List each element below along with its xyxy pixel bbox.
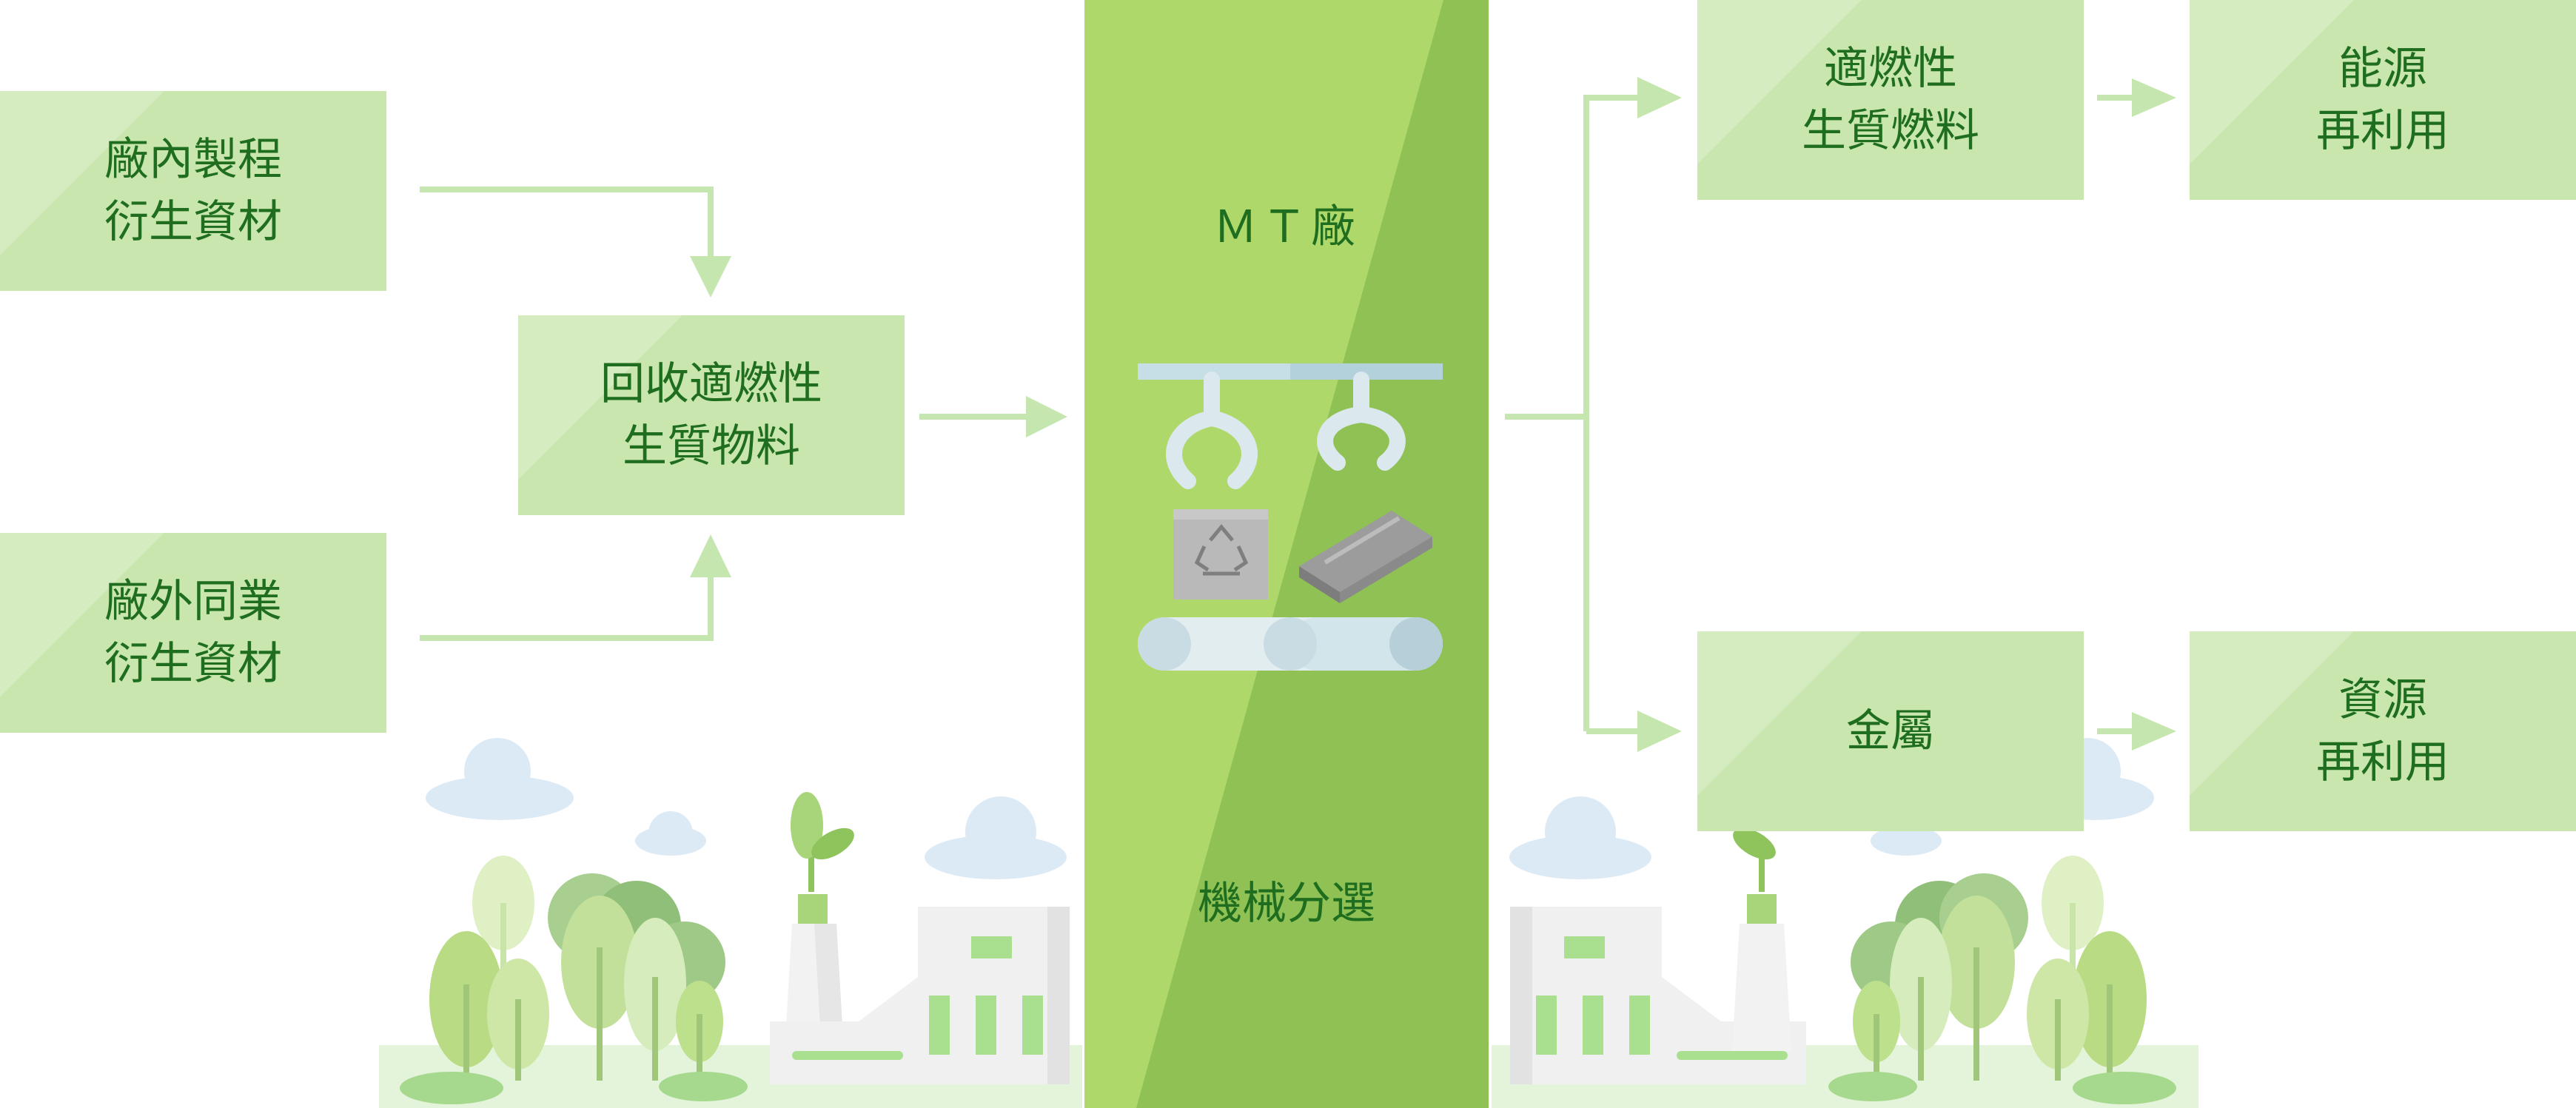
- mt-plant-band: [1084, 0, 1489, 1108]
- arrow-split-to-fuel: [1583, 95, 1645, 731]
- arrow-external-to-recovered: [420, 570, 714, 641]
- metal-box: 金屬: [1697, 631, 2084, 831]
- biomass-fuel-box: 適燃性 生質燃料: [1697, 0, 2084, 200]
- resource-reuse-line1: 資源: [2338, 674, 2427, 726]
- flow-arrows: [420, 95, 2132, 734]
- biomass-fuel-line1: 適燃性: [1824, 43, 1957, 95]
- conveyor-belt-icon: [1138, 617, 1443, 671]
- tree-icon: [1828, 856, 2176, 1104]
- metal-label: 金屬: [1846, 705, 1935, 757]
- external-materials-line1: 廠外同業: [104, 576, 282, 628]
- arrow-heads: [690, 77, 2176, 752]
- energy-reuse-box: 能源 再利用: [2190, 0, 2576, 200]
- energy-reuse-line1: 能源: [2338, 43, 2427, 95]
- plant-process-label: 機械分選: [1198, 878, 1375, 930]
- plant-title: ＭＴ廠: [1213, 201, 1360, 253]
- sprout-icon: [791, 792, 854, 924]
- recovered-materials-line2: 生質物料: [623, 420, 800, 472]
- energy-reuse-line2: 再利用: [2316, 105, 2449, 157]
- internal-materials-box: 廠內製程 衍生資材: [0, 91, 386, 291]
- resource-reuse-line2: 再利用: [2316, 736, 2449, 788]
- factory-icon: [770, 907, 1070, 1084]
- recovered-materials-box: 回收適燃性 生質物料: [518, 315, 905, 515]
- internal-materials-line1: 廠內製程: [104, 134, 282, 186]
- sprout-icon: [1733, 827, 1777, 924]
- resource-reuse-box: 資源 再利用: [2190, 631, 2576, 831]
- left-scene: [379, 738, 1082, 1108]
- arrow-internal-to-recovered: [420, 187, 714, 259]
- metal-plate-icon: [1299, 511, 1432, 603]
- right-scene: [1492, 738, 2198, 1108]
- external-materials-line2: 衍生資材: [104, 638, 282, 690]
- cloud-icon: [426, 738, 1067, 879]
- tree-icon: [400, 856, 748, 1104]
- recovered-materials-line1: 回收適燃性: [600, 358, 822, 410]
- recycle-box-icon: [1173, 509, 1268, 600]
- external-materials-box: 廠外同業 衍生資材: [0, 533, 386, 733]
- internal-materials-line2: 衍生資材: [104, 196, 282, 248]
- robot-claw-icon: [1138, 363, 1443, 489]
- factory-icon: [1510, 907, 1806, 1084]
- biomass-fuel-line2: 生質燃料: [1802, 105, 1979, 157]
